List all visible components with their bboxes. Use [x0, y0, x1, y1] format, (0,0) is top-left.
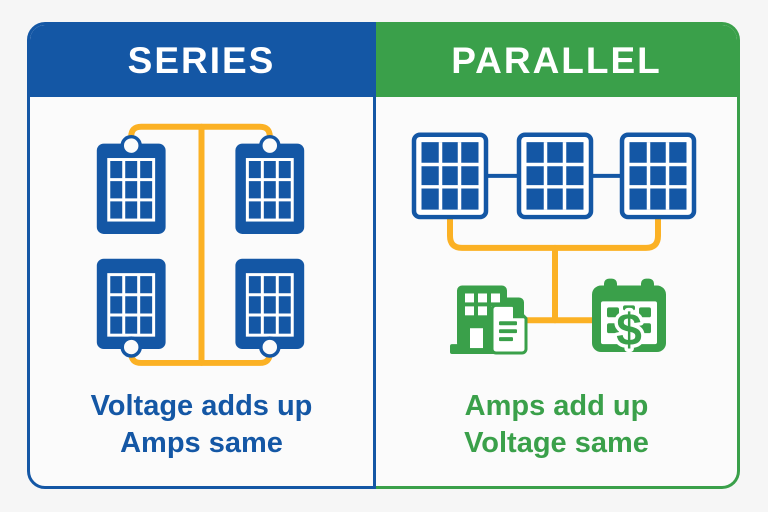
- series-caption-line2: Amps same: [120, 427, 283, 459]
- series-column: SERIES: [27, 22, 376, 489]
- series-header-label: SERIES: [127, 40, 276, 81]
- comparison-card: SERIES: [27, 22, 740, 489]
- series-caption: Voltage adds up Amps same: [30, 388, 373, 462]
- document-icon: [490, 303, 528, 355]
- parallel-caption: Amps add up Voltage same: [376, 388, 737, 462]
- series-caption-line1: Voltage adds up: [90, 390, 313, 422]
- parallel-header-label: PARALLEL: [451, 40, 662, 81]
- connector-nodes: [120, 134, 281, 358]
- solar-panel-icon: [233, 257, 306, 351]
- solar-panel-icon: [95, 257, 168, 351]
- calendar-dollar-icon: $: [592, 278, 666, 359]
- solar-panel-icon: [622, 135, 694, 217]
- parallel-wire: [447, 209, 661, 324]
- parallel-diagram: $: [376, 97, 737, 359]
- dollar-sign: $: [616, 304, 642, 355]
- series-header: SERIES: [30, 25, 373, 97]
- parallel-caption-line2: Voltage same: [464, 427, 649, 459]
- building-icon: [450, 285, 528, 355]
- parallel-body: $ Amps add up Voltage same: [376, 97, 737, 486]
- parallel-caption-line1: Amps add up: [464, 390, 649, 422]
- solar-panel-icon: [95, 142, 168, 236]
- series-body: Voltage adds up Amps same: [30, 97, 373, 486]
- solar-panel-icon: [233, 142, 306, 236]
- parallel-header: PARALLEL: [376, 25, 737, 97]
- series-diagram: [95, 123, 306, 366]
- solar-panel-icon: [414, 135, 486, 217]
- solar-panel-icon: [519, 135, 591, 217]
- parallel-column: PARALLEL: [376, 22, 740, 489]
